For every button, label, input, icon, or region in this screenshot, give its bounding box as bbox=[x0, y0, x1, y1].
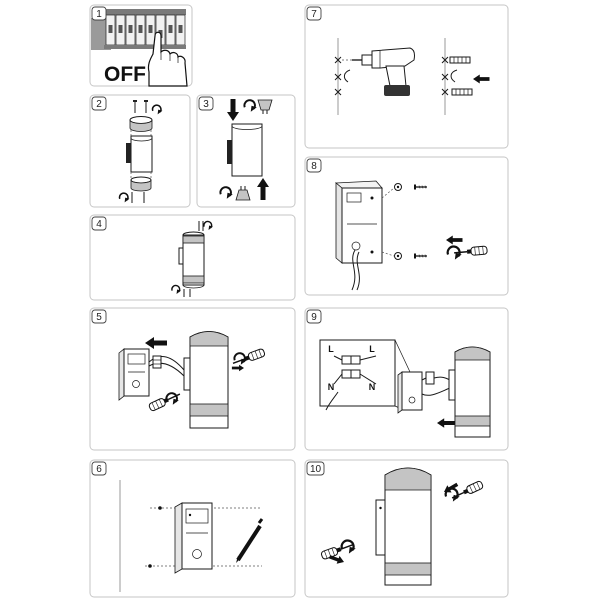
fixture-body bbox=[183, 331, 229, 429]
bulb-bottom-icon bbox=[235, 186, 251, 201]
step-badge: 7 bbox=[306, 6, 322, 21]
wall-plug-icon bbox=[449, 56, 471, 64]
step-number: 3 bbox=[203, 99, 209, 110]
step-3-panel: 3 bbox=[196, 94, 296, 208]
neutral-terminal-label: N bbox=[328, 382, 335, 392]
drill-marks bbox=[441, 56, 449, 96]
fixture-body bbox=[448, 346, 491, 438]
step-badge: 8 bbox=[306, 158, 322, 173]
step-number: 2 bbox=[96, 99, 102, 110]
step-1-panel: OFF 1 bbox=[89, 4, 193, 87]
washer-icon bbox=[394, 183, 402, 191]
step-badge: 4 bbox=[91, 216, 107, 231]
fixture-body bbox=[375, 467, 432, 586]
wiring-detail-inset: L L N N bbox=[319, 339, 396, 411]
step-number: 6 bbox=[96, 464, 102, 475]
breaker-panel bbox=[91, 9, 186, 50]
drill-icon bbox=[352, 47, 415, 96]
step-number: 9 bbox=[311, 312, 317, 323]
hand-icon bbox=[147, 31, 188, 87]
junction-box bbox=[397, 371, 423, 414]
step-badge: 1 bbox=[91, 6, 107, 21]
exploded-fixture bbox=[118, 100, 164, 204]
cable bbox=[351, 249, 356, 291]
step-number: 4 bbox=[96, 219, 102, 230]
assembled-fixture bbox=[171, 220, 214, 297]
fixture-body bbox=[227, 123, 263, 177]
wall-plug-icon bbox=[451, 88, 473, 96]
step-number: 5 bbox=[96, 312, 102, 323]
step-number: 10 bbox=[310, 464, 322, 475]
step-number: 8 bbox=[311, 161, 317, 172]
live-terminal-label: L bbox=[328, 344, 334, 354]
wire-connector bbox=[148, 355, 185, 377]
step-badge: 9 bbox=[306, 309, 322, 324]
step-badge: 2 bbox=[91, 96, 107, 111]
drill-mark bbox=[148, 564, 152, 568]
mounting-box bbox=[174, 502, 213, 574]
drill-mark bbox=[158, 506, 162, 510]
junction-box bbox=[334, 180, 383, 264]
step-badge: 5 bbox=[91, 309, 107, 324]
off-label: OFF bbox=[104, 63, 146, 86]
step-7-panel: 7 bbox=[304, 4, 509, 149]
step-10-panel: 10 bbox=[304, 459, 509, 598]
step-2-panel: 2 bbox=[89, 94, 191, 208]
washer-icon bbox=[394, 252, 402, 260]
cable-curve bbox=[343, 69, 351, 83]
step-number: 1 bbox=[96, 9, 102, 20]
step-5-panel: 5 bbox=[89, 307, 296, 451]
bulb-top-icon bbox=[257, 99, 273, 114]
junction-box bbox=[118, 348, 150, 401]
step-6-panel: 6 bbox=[89, 459, 296, 598]
pencil-icon bbox=[236, 518, 264, 563]
step-badge: 6 bbox=[91, 461, 107, 476]
step-4-panel: 4 bbox=[89, 214, 296, 301]
step-9-panel: L L N N bbox=[304, 307, 509, 451]
neutral-terminal-label: N bbox=[369, 382, 376, 392]
step-badge: 10 bbox=[306, 461, 325, 476]
drill-marks bbox=[334, 56, 342, 96]
step-badge: 3 bbox=[198, 96, 214, 111]
live-terminal-label: L bbox=[369, 344, 375, 354]
step-number: 7 bbox=[311, 9, 317, 20]
step-8-panel: 8 bbox=[304, 156, 509, 296]
